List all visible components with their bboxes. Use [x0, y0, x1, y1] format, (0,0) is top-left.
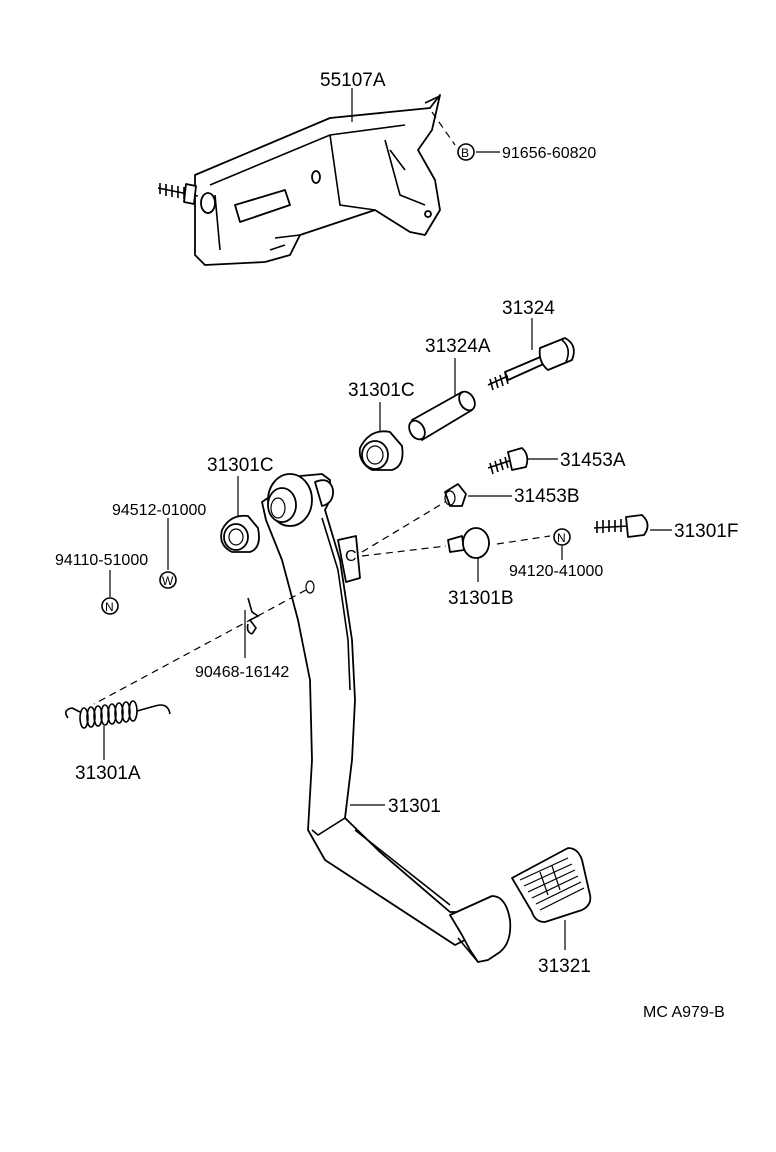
- label-31324: 31324: [502, 298, 555, 319]
- label-31301c-lower: 31301C: [207, 455, 274, 476]
- label-31301a: 31301A: [75, 763, 141, 784]
- bracket-55107a: [157, 94, 456, 266]
- clip-90468: [246, 597, 260, 635]
- dash-spring: [93, 589, 307, 705]
- cushion-31301b: [447, 527, 490, 559]
- cushion-31453b: [444, 483, 467, 507]
- dash-94120: [496, 535, 551, 545]
- washer-symbol-w: W: [159, 571, 177, 589]
- nut-symbol-n-right: N: [553, 528, 571, 546]
- bushing-31301c-upper: [358, 430, 404, 471]
- clip-marker-c: C: [345, 548, 357, 565]
- label-31453b: 31453B: [514, 486, 580, 507]
- label-31301c-upper: 31301C: [348, 380, 415, 401]
- pedal-31301: C: [261, 473, 512, 963]
- label-94512-01000: 94512-01000: [112, 502, 206, 519]
- label-31321: 31321: [538, 956, 591, 977]
- diagram-code: MC A979-B: [643, 1004, 725, 1021]
- label-90468-16142: 90468-16142: [195, 664, 289, 681]
- label-91656-60820: 91656-60820: [502, 145, 596, 162]
- stopper-bolt-31453a: [487, 447, 529, 475]
- label-31301: 31301: [388, 796, 441, 817]
- label-31301b: 31301B: [448, 588, 514, 609]
- symbol-w-text: W: [162, 574, 174, 588]
- symbol-n-right-text: N: [557, 531, 566, 545]
- label-31324a: 31324A: [425, 336, 491, 357]
- dash-31301b: [361, 545, 447, 557]
- bushing-31301c-lower: [220, 514, 260, 553]
- bolt-symbol-b: B: [457, 143, 475, 161]
- spring-31301a: [64, 700, 171, 729]
- bolt-31324: [487, 337, 575, 391]
- dash-31453b: [361, 501, 446, 553]
- pad-31321: [511, 847, 592, 923]
- label-55107a: 55107A: [320, 70, 386, 91]
- bolt-31301f: [593, 514, 649, 538]
- label-94110-51000: 94110-51000: [55, 552, 148, 569]
- symbol-b-text: B: [461, 146, 469, 160]
- label-31453a: 31453A: [560, 450, 626, 471]
- symbol-n-left-text: N: [105, 600, 114, 614]
- label-31301f: 31301F: [674, 521, 738, 542]
- nut-symbol-n-left: N: [101, 597, 119, 615]
- label-94120-41000: 94120-41000: [509, 563, 603, 580]
- collar-31324a: [408, 390, 476, 441]
